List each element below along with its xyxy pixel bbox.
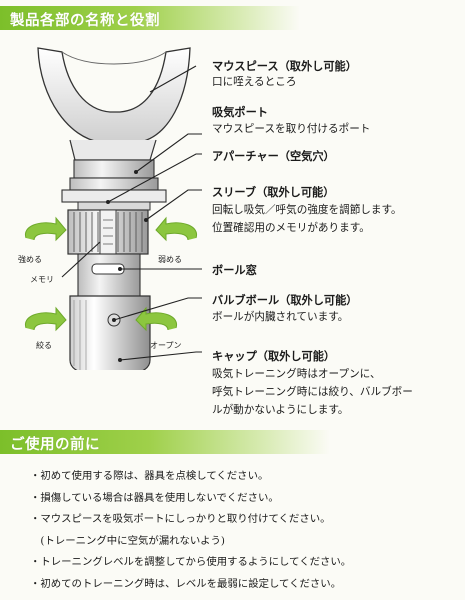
- rotate-arrow-tighten: [24, 306, 67, 332]
- part-title-valve-ball: バルブボール（取外し可能）: [212, 294, 358, 307]
- leader-lines: [61, 65, 202, 361]
- label-scale: メモリ: [30, 275, 54, 284]
- label-stronger: 強める: [18, 255, 42, 264]
- list-item: (トレーニング中に空気が漏れないよう): [30, 534, 225, 547]
- part-desc-intake-port: マウスピースを取り付けるポート: [212, 123, 371, 135]
- list-item: ・初めてのトレーニング時は、レベルを最弱に設定してください。: [30, 577, 342, 590]
- cap-part: [69, 295, 151, 370]
- rotate-arrow-open: [135, 306, 178, 332]
- mouthpiece-part: [37, 47, 191, 161]
- section-header-parts: 製品各部の名称と役割: [0, 6, 300, 30]
- part-title-mouthpiece: マウスピース（取外し可能）: [212, 60, 357, 73]
- part-desc-valve-ball: ボールが内臓されています。: [212, 311, 349, 323]
- section-title-before-use: ご使用の前に: [10, 437, 100, 453]
- list-item: ・初めて使用する際は、器具を点検してください。: [30, 470, 269, 482]
- part-desc-cap-1: 吸気トレーニング時はオープンに、: [212, 368, 381, 380]
- part-desc-sleeve-1: 回転し吸気／呼気の強度を調節します。: [212, 204, 402, 216]
- part-title-aperture: アパーチャー（空気穴）: [212, 150, 335, 163]
- device-illustration: [24, 47, 202, 370]
- label-open: オープン: [150, 341, 182, 350]
- rotate-arrow-stronger: [24, 216, 67, 242]
- list-item: ・トレーニングレベルを調整してから使用するようにしてください。: [30, 556, 352, 568]
- part-title-intake-port: 吸気ポート: [212, 106, 268, 119]
- part-desc-cap-3: ルが動かないようにします。: [212, 404, 349, 416]
- part-title-cap: キャップ（取外し可能）: [212, 350, 336, 363]
- list-item: ・マウスピースを吸気ポートにしっかりと取り付けてください。: [30, 513, 331, 525]
- sleeve-part: [67, 209, 149, 255]
- intake-port-part: [61, 159, 167, 211]
- list-item: ・損傷している場合は器具を使用しないでください。: [30, 491, 279, 504]
- part-desc-sleeve-2: 位置確認用のメモリがあります。: [212, 222, 370, 234]
- rotate-arrow-weaker: [155, 216, 198, 242]
- section-title-parts: 製品各部の名称と役割: [10, 13, 160, 29]
- before-use-list: ・初めて使用する際は、器具を点検してください。 ・損傷している場合は器具を使用し…: [30, 466, 351, 595]
- label-tighten: 絞る: [36, 341, 52, 350]
- leader-dots: [106, 170, 148, 362]
- part-title-ball-window: ボール窓: [212, 264, 257, 277]
- section-header-before-use: ご使用の前に: [0, 430, 330, 454]
- part-title-sleeve: スリーブ（取外し可能）: [212, 186, 335, 199]
- label-weaker: 弱める: [158, 255, 182, 264]
- body-part: [77, 253, 141, 299]
- part-desc-cap-2: 呼気トレーニング時には絞り、バルブボー: [212, 386, 413, 398]
- part-desc-mouthpiece: 口に咥えるところ: [212, 76, 297, 88]
